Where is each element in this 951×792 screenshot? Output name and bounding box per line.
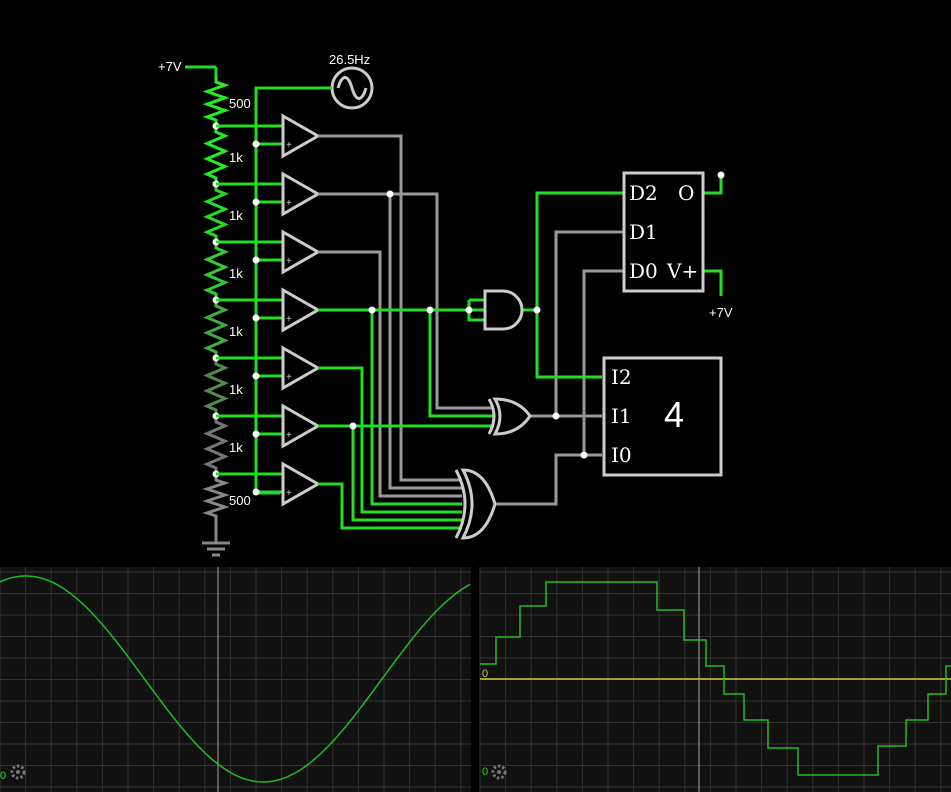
- resistor-label: 500: [229, 493, 251, 508]
- display-pin-i1: I1: [611, 404, 632, 428]
- encoder-out-label: O: [678, 181, 694, 205]
- resistor-label: 1k: [229, 382, 243, 397]
- ac-source-icon[interactable]: [330, 66, 374, 110]
- vplus-supply-label: +7V: [709, 305, 733, 320]
- junction-dot: [252, 314, 260, 322]
- comparator-plus-label: +: [286, 256, 292, 267]
- junction-dot: [252, 198, 260, 206]
- resistor-label: 500: [229, 96, 251, 111]
- resistor-label: 1k: [229, 440, 243, 455]
- scope-left-grid: [0, 567, 471, 792]
- supply-label: +7V: [158, 59, 182, 74]
- comparator[interactable]: [281, 287, 322, 333]
- junction-dot: [252, 256, 260, 264]
- scope-right-ref-label: 0: [482, 668, 488, 680]
- comparator[interactable]: [281, 461, 322, 507]
- display-chip[interactable]: I2 I1 I0 4: [602, 356, 723, 477]
- scope-right[interactable]: 0 0: [479, 567, 951, 792]
- resistor[interactable]: [202, 474, 230, 522]
- resistor-ladder: 500 1k 1k 1k 1k 1k 1k 500: [202, 76, 251, 522]
- comparator-bank: + + + + + + +: [212, 113, 322, 507]
- comparator-plus-label: +: [286, 140, 292, 151]
- resistor[interactable]: [203, 126, 229, 184]
- resistor[interactable]: [202, 76, 230, 126]
- resistor[interactable]: [203, 242, 229, 300]
- high-wires: [318, 175, 723, 530]
- junction-dot: [252, 430, 260, 438]
- resistor[interactable]: [203, 416, 229, 474]
- parity-xor-gate[interactable]: [454, 468, 497, 540]
- resistor[interactable]: [203, 184, 229, 242]
- comparator[interactable]: [281, 345, 322, 391]
- resistor[interactable]: [203, 358, 229, 416]
- junction-dot: [252, 140, 260, 148]
- scope-right-trace: [480, 581, 951, 776]
- comparator[interactable]: [281, 403, 322, 449]
- comparator-plus-label: +: [286, 372, 292, 383]
- encoder-chip[interactable]: D2 D1 D0 O V+: [622, 171, 705, 293]
- encoder-pin-d1: D1: [629, 220, 658, 244]
- encoder-vplus-label: V+: [666, 259, 698, 283]
- comparator-plus-label: +: [286, 488, 292, 499]
- junction-dots: [349, 171, 725, 459]
- comparator-plus-label: +: [286, 430, 292, 441]
- low-wires: [318, 134, 624, 506]
- scope-right-zero-label: 0: [482, 766, 488, 778]
- resistor-label: 1k: [229, 324, 243, 339]
- scope-left-trace: [0, 575, 471, 783]
- resistor-label: 1k: [229, 150, 243, 165]
- scope-left-settings-icon[interactable]: [10, 764, 26, 780]
- ground-icon: [202, 522, 230, 557]
- display-value: 4: [664, 394, 684, 435]
- comparator-plus-label: +: [286, 314, 292, 325]
- comparator[interactable]: [281, 229, 322, 275]
- resistor-label: 1k: [229, 266, 243, 281]
- encoder-pin-d0: D0: [629, 259, 658, 283]
- resistor-label: 1k: [229, 208, 243, 223]
- comparator-plus-label: +: [286, 198, 292, 209]
- frequency-label: 26.5Hz: [329, 52, 370, 67]
- scope-left-zero-label: 0: [0, 770, 6, 782]
- display-pin-i2: I2: [611, 365, 632, 389]
- display-pin-i0: I0: [611, 443, 632, 467]
- encoder-pin-d2: D2: [629, 181, 658, 205]
- xor-gate[interactable]: [487, 397, 532, 436]
- junction-dot: [252, 488, 260, 496]
- and-gate[interactable]: [483, 289, 524, 331]
- comparator[interactable]: [281, 171, 322, 217]
- scope-right-settings-icon[interactable]: [491, 764, 507, 780]
- comparator[interactable]: [281, 113, 322, 159]
- junction-dot: [252, 372, 260, 380]
- scope-left[interactable]: 0: [0, 567, 471, 792]
- resistor[interactable]: [203, 300, 229, 358]
